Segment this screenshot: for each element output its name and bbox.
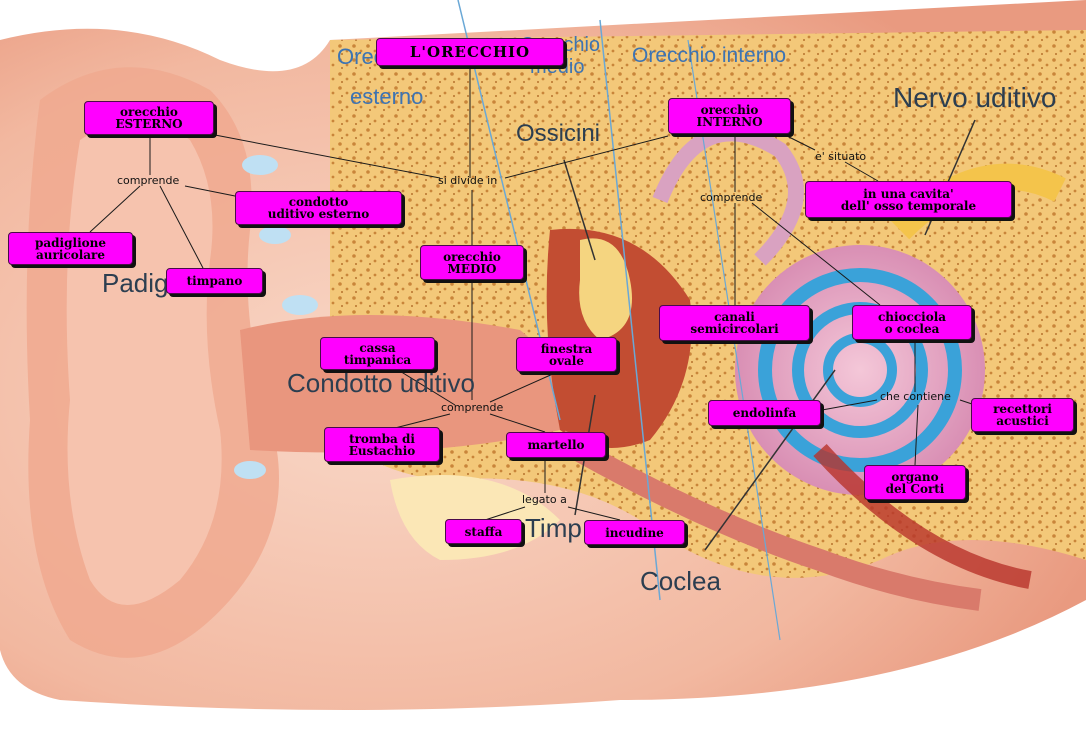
concept-orecchio-esterno[interactable]: orecchio ESTERNO [84, 101, 214, 135]
bg-label-timpano: Timp [525, 513, 582, 543]
bg-label-condotto-uditivo: Condotto uditivo [287, 368, 475, 398]
concept-condotto-uditivo-esterno[interactable]: condotto uditivo esterno [235, 191, 402, 225]
concept-staffa[interactable]: staffa [445, 519, 522, 544]
link-comprende-esterno: comprende [117, 174, 180, 187]
link-comprende-interno: comprende [700, 191, 763, 204]
concept-tromba-eustachio[interactable]: tromba di Eustachio [324, 427, 440, 462]
concept-orecchio-interno[interactable]: orecchio INTERNO [668, 98, 791, 134]
link-comprende-medio: comprende [441, 401, 504, 414]
concept-orecchio[interactable]: L'ORECCHIO [376, 38, 564, 66]
bg-label-orecchio-esterno-2: esterno [350, 84, 424, 109]
concept-chiocciola-coclea[interactable]: chiocciola o coclea [852, 305, 972, 340]
link-e-situato: e' situato [815, 150, 867, 163]
concept-finestra-ovale[interactable]: finestra ovale [516, 337, 617, 372]
concept-organo-corti[interactable]: organo del Corti [864, 465, 966, 500]
bg-label-nervo-uditivo: Nervo uditivo [893, 82, 1057, 113]
concept-padiglione-auricolare[interactable]: padiglione auricolare [8, 232, 133, 265]
concept-orecchio-medio[interactable]: orecchio MEDIO [420, 245, 524, 280]
bg-label-orecchio-interno: Orecchio interno [632, 44, 787, 67]
concept-incudine[interactable]: incudine [584, 520, 685, 545]
bg-label-coclea: Coclea [640, 566, 721, 596]
concept-recettori-acustici[interactable]: recettori acustici [971, 398, 1074, 432]
link-che-contiene: che contiene [880, 390, 951, 403]
link-legato-a: legato a [522, 493, 567, 506]
concept-cavita-osso-temporale[interactable]: in una cavita' dell' osso temporale [805, 181, 1012, 218]
concept-martello[interactable]: martello [506, 432, 606, 458]
concept-canali-semicircolari[interactable]: canali semicircolari [659, 305, 810, 341]
concept-cassa-timpanica[interactable]: cassa timpanica [320, 337, 435, 370]
concept-endolinfa[interactable]: endolinfa [708, 400, 821, 426]
bg-label-padiglione: Padig [102, 268, 169, 298]
link-si-divide-in: si divide in [438, 174, 498, 187]
concept-timpano[interactable]: timpano [166, 268, 263, 294]
connector-lines [89, 60, 976, 521]
bg-label-ossicini: Ossicini [516, 120, 601, 147]
